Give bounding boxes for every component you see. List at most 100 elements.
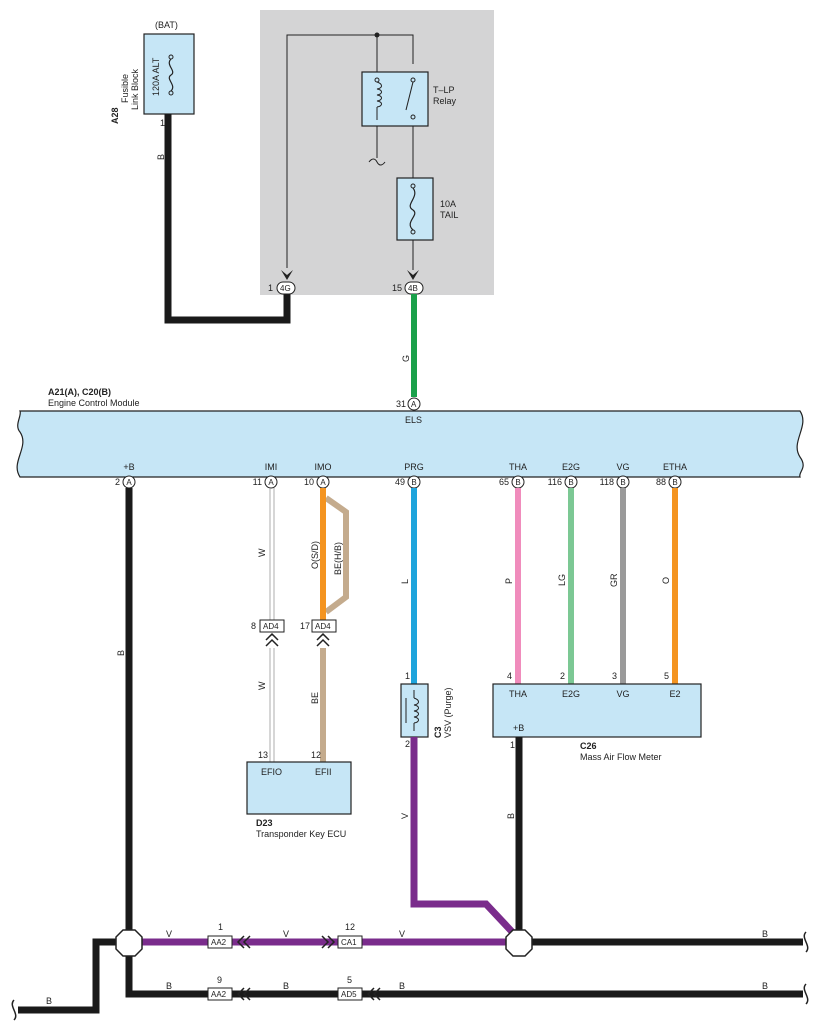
- transponder-id: D23: [256, 818, 273, 828]
- wire-g-label: G: [401, 355, 411, 362]
- aa2-top-pin: 1: [218, 922, 223, 932]
- maf-terminal: E2G: [562, 689, 580, 699]
- ecm-terminal-name: IMI: [265, 462, 278, 472]
- vsv-id: C3: [433, 726, 443, 738]
- relay-switch-icon: [405, 77, 416, 120]
- wire-v-vsv: [410, 737, 519, 939]
- fusible-link-block: [143, 33, 195, 115]
- ad4-right: [311, 619, 337, 633]
- bus-b-mid-label: B: [283, 981, 289, 991]
- t-lp-relay: [361, 71, 429, 127]
- aa2-bottom: [207, 987, 233, 1001]
- ecm-terminal-pin: 10: [304, 477, 314, 487]
- ad5: [337, 987, 363, 1001]
- relay-label-1: T–LP: [433, 85, 455, 95]
- chevron-up-icon: [265, 632, 279, 647]
- tail-fuse-label-2: TAIL: [440, 210, 458, 220]
- fuse-main-name-1: Fusible: [120, 74, 130, 103]
- ad4-left: [259, 619, 285, 633]
- bus-v-mid-label: V: [283, 929, 289, 939]
- maf-terminal: E2: [669, 689, 680, 699]
- aa2-top-label: AA2: [211, 938, 227, 947]
- ecm-terminal-conn-label: B: [568, 478, 573, 487]
- chevron-up-icon: [316, 632, 330, 647]
- ecm-terminal-conn-label: A: [126, 478, 132, 487]
- ecm-terminal-pin: 65: [499, 477, 509, 487]
- fuse-main-name-2: Link Block: [130, 68, 140, 110]
- ad4-right-pin: 17: [300, 621, 310, 631]
- ca1: [337, 935, 363, 949]
- wire-w-imi-label: W: [257, 548, 267, 557]
- tail-fuse: [396, 177, 434, 241]
- ecm-terminal-conn-label: B: [620, 478, 625, 487]
- ecm-terminal-name: +B: [123, 462, 134, 472]
- bus-v-right-label: V: [399, 929, 405, 939]
- bat-label: (BAT): [155, 20, 178, 30]
- fuse-main-id: A28: [110, 107, 120, 124]
- chevron-left-icon: [236, 987, 251, 1001]
- transponder-term-efii: EFII: [315, 767, 332, 777]
- maf-terminal: VG: [616, 689, 629, 699]
- wire-b-maf-label: B: [506, 813, 516, 819]
- maf-pin: 5: [664, 671, 669, 681]
- wire-be-efii-label: BE: [310, 692, 320, 704]
- ecm-terminal-conn-label: B: [515, 478, 520, 487]
- maf-id: C26: [580, 741, 597, 751]
- wire-break-icon: [11, 999, 17, 1021]
- bus-v-left-label: V: [166, 929, 172, 939]
- solenoid-coil-icon: [405, 690, 419, 731]
- ecm-terminal-conn-label: B: [672, 478, 677, 487]
- chevron-left-icon: [366, 987, 381, 1001]
- junction-left: [115, 929, 143, 957]
- conn-4g: [276, 281, 296, 295]
- bus-b-far-left-label: B: [46, 996, 52, 1006]
- ecm-terminal-conn-label: B: [411, 478, 416, 487]
- chevron-down-icon: [281, 270, 293, 280]
- chevron-down-icon: [407, 270, 419, 280]
- vsv-name: VSV (Purge): [443, 687, 453, 738]
- chevron-left-icon: [236, 935, 251, 949]
- ecm-terminal-pin: 88: [656, 477, 666, 487]
- maf-pin-b: 1: [510, 740, 515, 750]
- maf-name: Mass Air Flow Meter: [580, 752, 662, 762]
- transponder-term-efio: EFIO: [261, 767, 282, 777]
- conn-4b-pin: 15: [392, 283, 402, 293]
- wire-o-etha-label: O: [661, 577, 671, 584]
- relay-coil-icon: [374, 77, 382, 120]
- ecm-terminal-name: E2G: [562, 462, 580, 472]
- wire-b-battery-label: B: [156, 154, 166, 160]
- ecm-top-terminal: ELS: [405, 415, 422, 425]
- ecm-terminal-name: ETHA: [663, 462, 687, 472]
- ecm-terminal-name: VG: [616, 462, 629, 472]
- bus-b-bottom: [125, 948, 803, 998]
- ecm-terminal-name: IMO: [315, 462, 332, 472]
- ad5-label: AD5: [341, 990, 357, 999]
- tail-fuse-label-1: 10A: [440, 199, 456, 209]
- bus-b-mid2-label: B: [399, 981, 405, 991]
- relay-coil-ground: [368, 126, 386, 166]
- ecm-top-pin: 31: [396, 399, 406, 409]
- wire-break-icon: [803, 931, 809, 953]
- wire-w-imi: [269, 488, 275, 620]
- ecm-id: A21(A), C20(B): [48, 387, 111, 397]
- wire-v-vsv-label: V: [400, 813, 410, 819]
- wire-lg-e2g-label: LG: [557, 574, 567, 586]
- ecm-terminal-conn-label: A: [268, 478, 274, 487]
- relay-box-internal-wire: [286, 34, 414, 268]
- chevron-right-icon: [321, 935, 336, 949]
- wire-break-icon: [803, 983, 809, 1005]
- ecm-terminal-pin: 49: [395, 477, 405, 487]
- bus-b-left-label: B: [166, 981, 172, 991]
- ecm-terminal-pin: 116: [548, 477, 562, 487]
- ca1-label: CA1: [341, 938, 357, 947]
- maf-pin: 3: [612, 671, 617, 681]
- ecm-module: [16, 410, 804, 478]
- tail-fuse-icon: [409, 183, 416, 235]
- bus-b-right-top-label: B: [762, 929, 768, 939]
- conn-4g-pin: 1: [268, 283, 273, 293]
- wire-p-tha-label: P: [504, 578, 514, 584]
- ecm-top-conn-label: A: [411, 400, 417, 409]
- ad4-left-label: AD4: [263, 622, 279, 631]
